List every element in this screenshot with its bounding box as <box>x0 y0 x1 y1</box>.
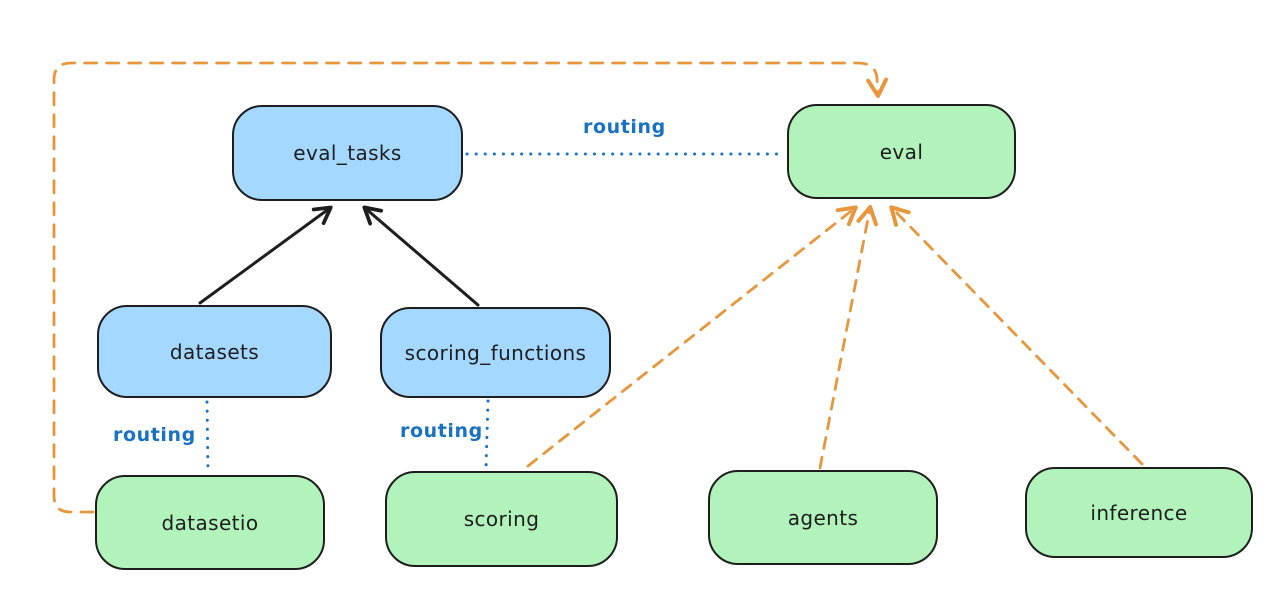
node-inference: inference <box>1025 467 1253 558</box>
node-datasetio: datasetio <box>95 475 325 570</box>
edge-label-routing-eval-tasks-eval: routing <box>583 116 666 138</box>
edge-agents-to-eval <box>818 205 878 470</box>
node-label: datasetio <box>161 510 259 535</box>
node-scoring-functions: scoring_functions <box>380 307 611 398</box>
node-scoring: scoring <box>385 471 618 567</box>
node-agents: agents <box>708 470 938 565</box>
node-label: scoring_functions <box>404 340 587 365</box>
edge-datasets-to-eval-tasks <box>198 205 333 305</box>
node-eval: eval <box>787 104 1016 199</box>
edge-scoring-functions-to-eval-tasks <box>362 205 480 307</box>
node-eval-tasks: eval_tasks <box>232 105 463 201</box>
node-label: eval <box>879 139 924 164</box>
edge-datasetio-to-eval <box>52 61 888 514</box>
node-label: scoring <box>463 507 540 531</box>
edge-scoring-to-eval <box>526 205 858 468</box>
edge-label-routing-datasets-datasetio: routing <box>113 424 196 446</box>
edge-inference-to-eval <box>889 205 1144 466</box>
edge-label-routing-scoring-functions-scoring: routing <box>400 420 483 442</box>
node-label: eval_tasks <box>293 141 402 165</box>
edge-routing-scoring-functions-to-scoring <box>484 399 490 470</box>
node-label: agents <box>787 505 859 530</box>
node-label: datasets <box>169 339 260 364</box>
edge-routing-datasets-to-datasetio <box>205 400 210 473</box>
node-datasets: datasets <box>97 305 332 398</box>
node-label: inference <box>1090 500 1188 525</box>
